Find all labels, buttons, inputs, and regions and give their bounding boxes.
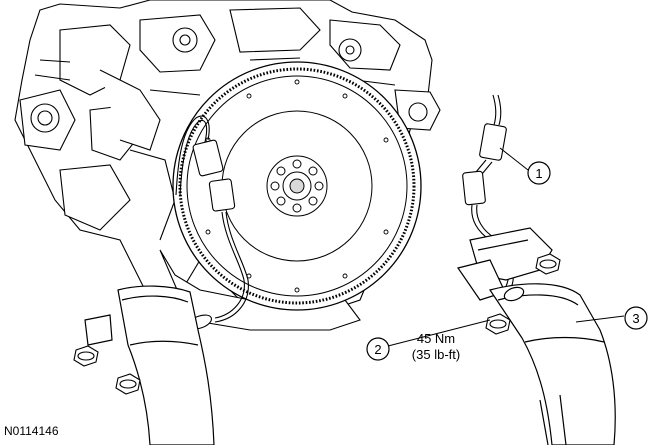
svg-text:1: 1 (535, 166, 542, 181)
right-exhaust-pipe (457, 227, 616, 445)
torque-spec: 45 Nm (35 lb-ft) (396, 331, 476, 363)
callout-leaders (387, 147, 625, 347)
right-nuts (485, 253, 561, 335)
callout-1: 1 (527, 161, 551, 185)
callout-3: 3 (624, 306, 648, 330)
figure-id: N0114146 (4, 424, 59, 438)
svg-text:2: 2 (374, 342, 381, 357)
torque-nm: 45 Nm (416, 331, 456, 346)
left-nuts (73, 345, 141, 395)
left-exhaust-pipe (84, 285, 215, 445)
svg-text:3: 3 (632, 311, 639, 326)
flywheel (172, 61, 422, 311)
flywheel-bolts (270, 159, 324, 213)
torque-lbft: (35 lb-ft) (411, 347, 461, 362)
callout-2: 2 (366, 337, 390, 361)
